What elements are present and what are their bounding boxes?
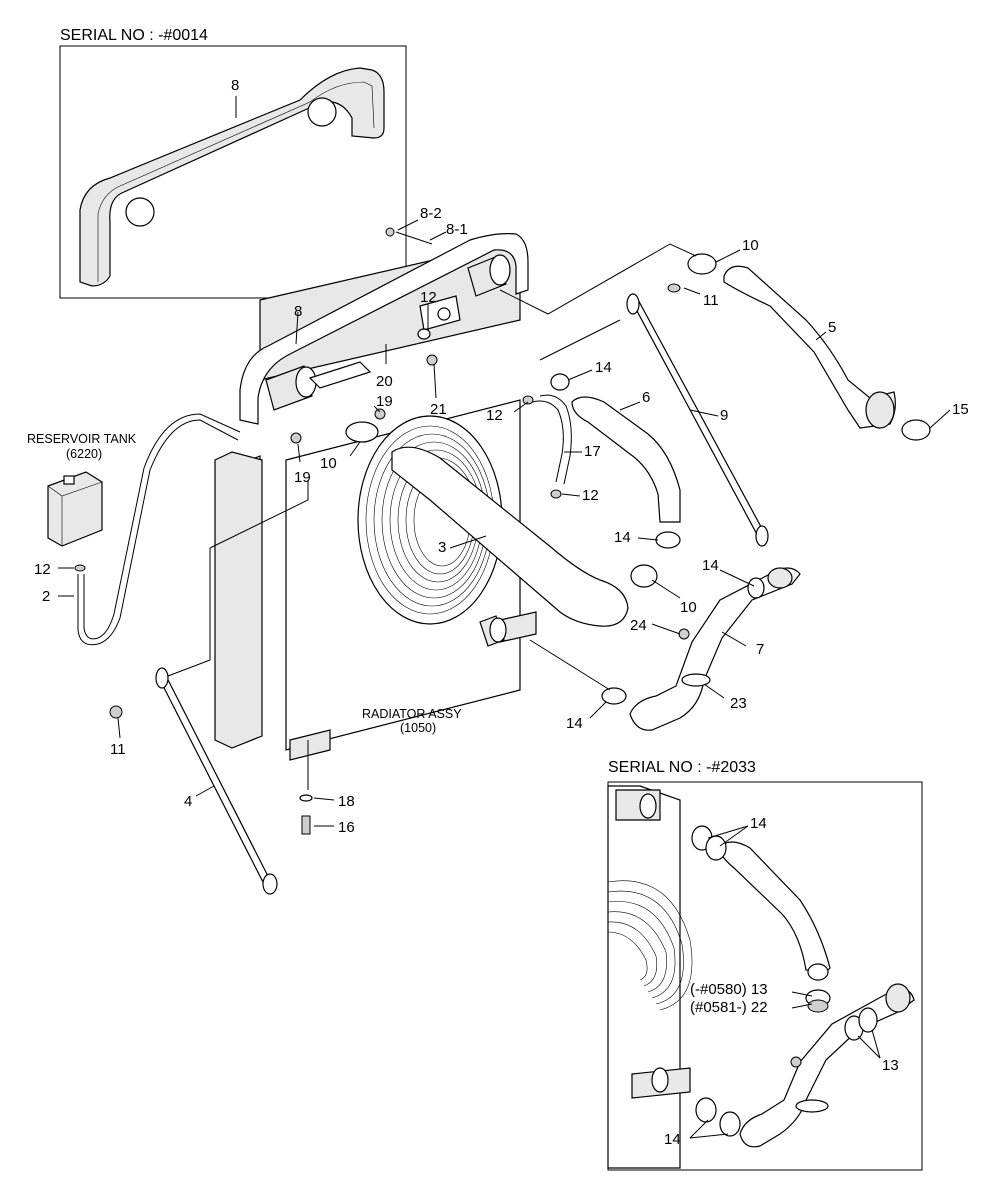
callout-19-lower: 19 xyxy=(294,469,311,486)
inset-bottom-callout-13: 13 xyxy=(882,1057,899,1074)
upper-inlet-pipe xyxy=(467,254,511,297)
callout-10-top: 10 xyxy=(742,237,759,254)
inset-top-frame xyxy=(59,45,407,299)
callout-16: 16 xyxy=(338,819,355,836)
inset-top-callout-8: 8 xyxy=(231,77,239,94)
inset-bottom-callout-14-upper: 14 xyxy=(750,815,767,832)
reservoir-tank-code: (6220) xyxy=(66,447,102,461)
callout-3: 3 xyxy=(438,539,446,556)
callout-2: 2 xyxy=(42,588,50,605)
callout-5: 5 xyxy=(828,319,836,336)
lower-outlet-pipe xyxy=(479,615,507,647)
callout-17: 17 xyxy=(584,443,601,460)
stay-rod-part-4 xyxy=(155,667,278,895)
callout-14-lower: 14 xyxy=(566,715,583,732)
callout-7: 7 xyxy=(756,641,764,658)
callout-18: 18 xyxy=(338,793,355,810)
reservoir-tank-label: RESERVOIR TANK xyxy=(27,432,137,446)
callout-10-left: 10 xyxy=(320,455,337,472)
callout-11-top: 11 xyxy=(703,292,719,309)
callout-4: 4 xyxy=(184,793,192,810)
callout-20: 20 xyxy=(376,373,393,390)
inset-bottom-callout-14-lower: 14 xyxy=(664,1131,681,1148)
callout-9: 9 xyxy=(720,407,728,424)
handle-bar-part-8 xyxy=(79,67,385,287)
side-outlet-pipe xyxy=(265,365,317,411)
callout-14-upper: 14 xyxy=(595,359,612,376)
inset-top: SERIAL NO : -#0014 8 xyxy=(59,27,407,299)
callout-12-mid: 12 xyxy=(486,407,503,424)
callout-10-lower: 10 xyxy=(680,599,697,616)
callout-11-lower: 11 xyxy=(110,741,126,758)
lower-hose-part-7 xyxy=(629,567,801,731)
upper-hose-part-5 xyxy=(723,265,896,429)
callout-12-top: 12 xyxy=(420,289,437,306)
inset-fan-coils xyxy=(607,880,693,1011)
hose-part-6 xyxy=(571,396,681,523)
callout-19-upper: 19 xyxy=(376,393,393,410)
small-hardware xyxy=(109,227,931,835)
inset-bottom-callout-13-note: (-#0580) 13 xyxy=(690,981,768,998)
callout-14-mid: 14 xyxy=(614,529,631,546)
inset-top-title: SERIAL NO : -#0014 xyxy=(60,27,208,44)
lower-hose-part-3 xyxy=(391,446,629,627)
stay-rod-part-9 xyxy=(626,293,769,547)
radiator-frame-part-8 xyxy=(239,233,529,425)
leader-lines xyxy=(58,219,951,827)
callout-8: 8 xyxy=(294,303,302,320)
callout-23: 23 xyxy=(730,695,747,712)
callout-12-right: 12 xyxy=(582,487,599,504)
inset-bottom-callout-22-note: (#0581-) 22 xyxy=(690,999,768,1016)
callout-24: 24 xyxy=(630,617,647,634)
callout-14-right: 14 xyxy=(702,557,719,574)
radiator-assy-label: RADIATOR ASSY xyxy=(362,707,462,721)
callout-8-2: 8-2 xyxy=(420,205,442,222)
reservoir-tank xyxy=(47,471,103,547)
inset-bottom-title: SERIAL NO : -#2033 xyxy=(608,759,756,776)
callout-8-1: 8-1 xyxy=(446,221,468,238)
callouts: 8-2 8-1 8 12 10 11 5 15 20 19 21 14 6 9 … xyxy=(27,205,969,836)
callout-12-tank: 12 xyxy=(34,561,51,578)
callout-6: 6 xyxy=(642,389,650,406)
callout-15: 15 xyxy=(952,401,969,418)
callout-21: 21 xyxy=(430,401,447,418)
inset-bottom: SERIAL NO : -#2033 xyxy=(607,759,923,1171)
radiator-assy-code: (1050) xyxy=(400,721,436,735)
